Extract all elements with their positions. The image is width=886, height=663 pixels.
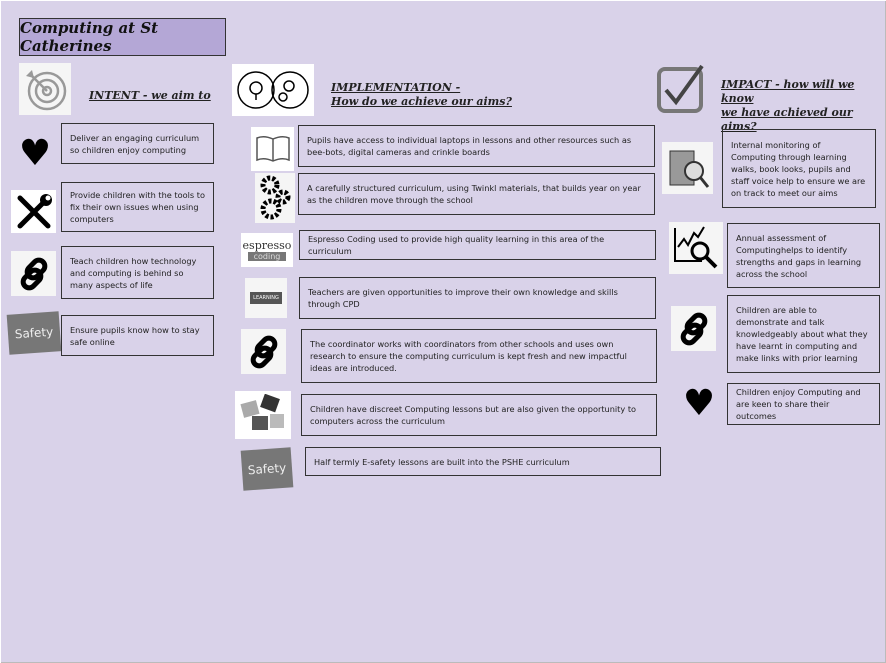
safety-key-icon: Safety: [240, 447, 294, 491]
espresso-logo-text: espresso: [242, 239, 292, 252]
intent-item: Ensure pupils know how to stay safe onli…: [61, 315, 214, 356]
implementation-item: A carefully structured curriculum, using…: [298, 173, 655, 215]
intent-item: Deliver an engaging curriculum so childr…: [61, 123, 214, 164]
puzzle-icon: [235, 391, 291, 439]
implementation-item: Half termly E-safety lessons are built i…: [305, 447, 661, 476]
page-title: Computing at St Catherines: [19, 18, 226, 56]
chart-search-icon: [669, 222, 723, 274]
intent-heading: INTENT - we aim to: [89, 89, 211, 102]
impact-item: Internal monitoring of Computing through…: [722, 129, 876, 208]
idea-gears-icon: [232, 64, 314, 116]
impact-item: Children enjoy Computing and are keen to…: [727, 383, 880, 425]
gears-icon: [255, 173, 295, 223]
implementation-item: Children have discreet Computing lessons…: [301, 394, 657, 436]
coding-logo-text: coding: [247, 252, 287, 261]
implementation-item: The coordinator works with coordinators …: [301, 329, 657, 383]
heart-icon: ♥: [18, 133, 52, 173]
tools-icon: [11, 190, 56, 233]
checkbox-tick-icon: [656, 64, 706, 114]
impact-item: Annual assessment of Computinghelps to i…: [727, 223, 880, 288]
learning-teacher-icon: LEARNING: [245, 278, 287, 318]
safety-key-label: Safety: [14, 324, 54, 342]
impact-item: Children are able to demonstrate and tal…: [727, 295, 880, 373]
implementation-item: Teachers are given opportunities to impr…: [299, 277, 656, 319]
implementation-heading-line2: How do we achieve our aims?: [331, 95, 512, 108]
clipboard-search-icon: [662, 142, 713, 194]
book-icon: [251, 127, 294, 171]
implementation-heading: IMPLEMENTATION -How do we achieve our ai…: [331, 81, 512, 109]
intent-item: Provide children with the tools to fix t…: [61, 182, 214, 232]
safety-key-label: Safety: [247, 460, 287, 478]
link-icon: [671, 306, 716, 351]
implementation-item: Pupils have access to individual laptops…: [298, 125, 655, 167]
learning-board-text: LEARNING: [250, 292, 282, 304]
intent-item: Teach children how technology and comput…: [61, 246, 214, 299]
implementation-heading-line1: IMPLEMENTATION -: [331, 81, 461, 94]
link-icon: [11, 251, 56, 296]
target-icon: [19, 63, 71, 115]
link-icon: [241, 329, 286, 374]
safety-key-icon: Safety: [6, 311, 62, 355]
heart-icon: ♥: [682, 383, 716, 423]
implementation-item: Espresso Coding used to provide high qua…: [299, 230, 656, 260]
impact-heading-line1: IMPACT - how will we know: [721, 78, 855, 105]
